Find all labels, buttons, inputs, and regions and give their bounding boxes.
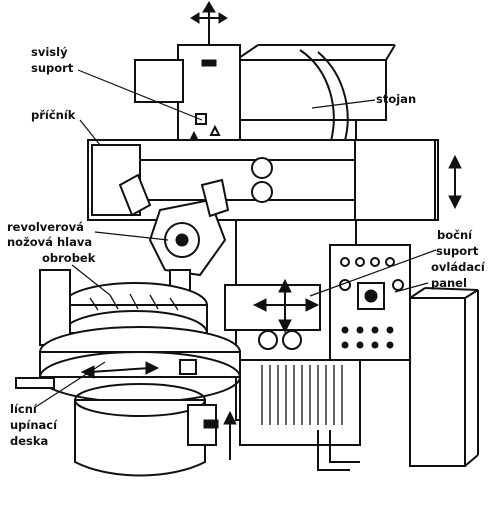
cross-rail-pricnik — [87, 139, 462, 221]
labels: svislý suport příčník stojan revolverová… — [7, 45, 486, 448]
leader-svisly-suport — [77, 69, 203, 121]
label-pricnik: příčník — [31, 108, 76, 122]
control-panel — [258, 244, 411, 361]
label-stojan: stojan — [376, 92, 416, 106]
faceplate-table — [39, 326, 241, 403]
machine-illustration — [15, 1, 479, 477]
label-svisly-suport-line2: suport — [31, 61, 74, 75]
label-obrobek: obrobek — [42, 251, 96, 265]
leader-pricnik — [79, 119, 101, 146]
side-head — [224, 278, 321, 334]
leader-lines — [33, 69, 437, 409]
turret-head — [118, 173, 230, 293]
label-bocni-suport-line2: suport — [436, 244, 479, 258]
leader-obrobek — [71, 264, 111, 296]
leader-bocni-suport — [309, 249, 437, 297]
label-licni-deska-line3: deska — [10, 434, 48, 448]
label-bocni-suport-line1: boční — [437, 228, 473, 242]
leader-licni-deska — [33, 361, 106, 409]
machine-base — [15, 377, 237, 477]
label-ovladaci-panel-line2: panel — [431, 276, 467, 290]
label-revolverova-line1: revolverová — [7, 220, 84, 234]
label-revolverova-line2: nožová hlava — [7, 235, 92, 249]
leader-revolverova — [94, 231, 169, 241]
leader-stojan — [311, 99, 376, 109]
label-ovladaci-panel-line1: ovládací — [431, 260, 486, 274]
electrical-cabinet — [409, 287, 479, 467]
label-svisly-suport-line1: svislý — [31, 45, 68, 59]
label-licni-deska-line2: upínací — [10, 418, 58, 432]
label-licni-deska-line1: lícní — [10, 402, 38, 416]
leader-ovladaci-panel — [394, 282, 429, 293]
column-base — [239, 359, 361, 471]
